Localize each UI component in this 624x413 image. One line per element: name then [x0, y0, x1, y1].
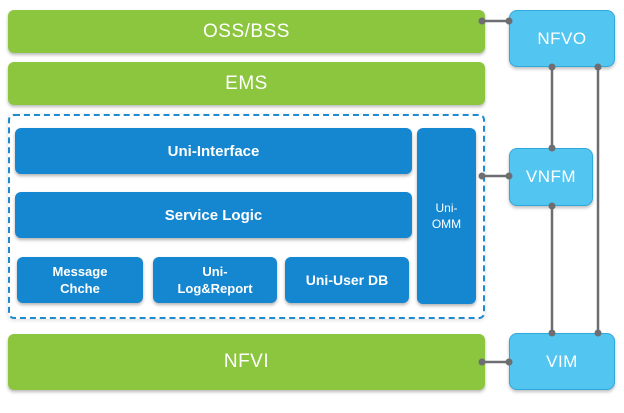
message-cache-label-line2: Chche	[60, 281, 100, 296]
uni-log-report-label-line2: Log&Report	[177, 281, 253, 296]
uni-log-report-module: Uni- Log&Report	[153, 257, 277, 303]
vnfm-label: VNFM	[525, 167, 577, 186]
service-logic-label: Service Logic	[164, 206, 263, 224]
vim-box: VIM	[509, 333, 615, 390]
oss-bss-label: OSS/BSS	[203, 20, 290, 42]
service-logic-module: Service Logic	[15, 192, 412, 238]
nfvo-label: NFVO	[537, 28, 587, 48]
nfvo-box: NFVO	[509, 10, 615, 67]
vnfm-box: VNFM	[509, 148, 593, 206]
nfvi-layer: NFVI	[8, 334, 485, 390]
uni-user-db-module: Uni-User DB	[285, 257, 409, 303]
message-cache-module: Message Chche	[17, 257, 143, 303]
uni-interface-label: Uni-Interface	[167, 142, 260, 160]
vim-label: VIM	[546, 351, 578, 371]
uni-user-db-label: Uni-User DB	[305, 271, 389, 288]
uni-omm-label-line2: OMM	[431, 217, 462, 231]
uni-interface-module: Uni-Interface	[15, 128, 412, 174]
oss-bss-layer: OSS/BSS	[8, 10, 485, 53]
uni-log-report-label-line1: Uni-	[202, 264, 228, 279]
nfvi-label: NFVI	[223, 351, 270, 372]
ems-label: EMS	[225, 72, 268, 94]
uni-omm-label-line1: Uni-	[435, 201, 458, 215]
message-cache-label-line1: Message	[52, 264, 108, 279]
uni-omm-module: Uni- OMM	[417, 128, 476, 304]
ems-layer: EMS	[8, 62, 485, 105]
